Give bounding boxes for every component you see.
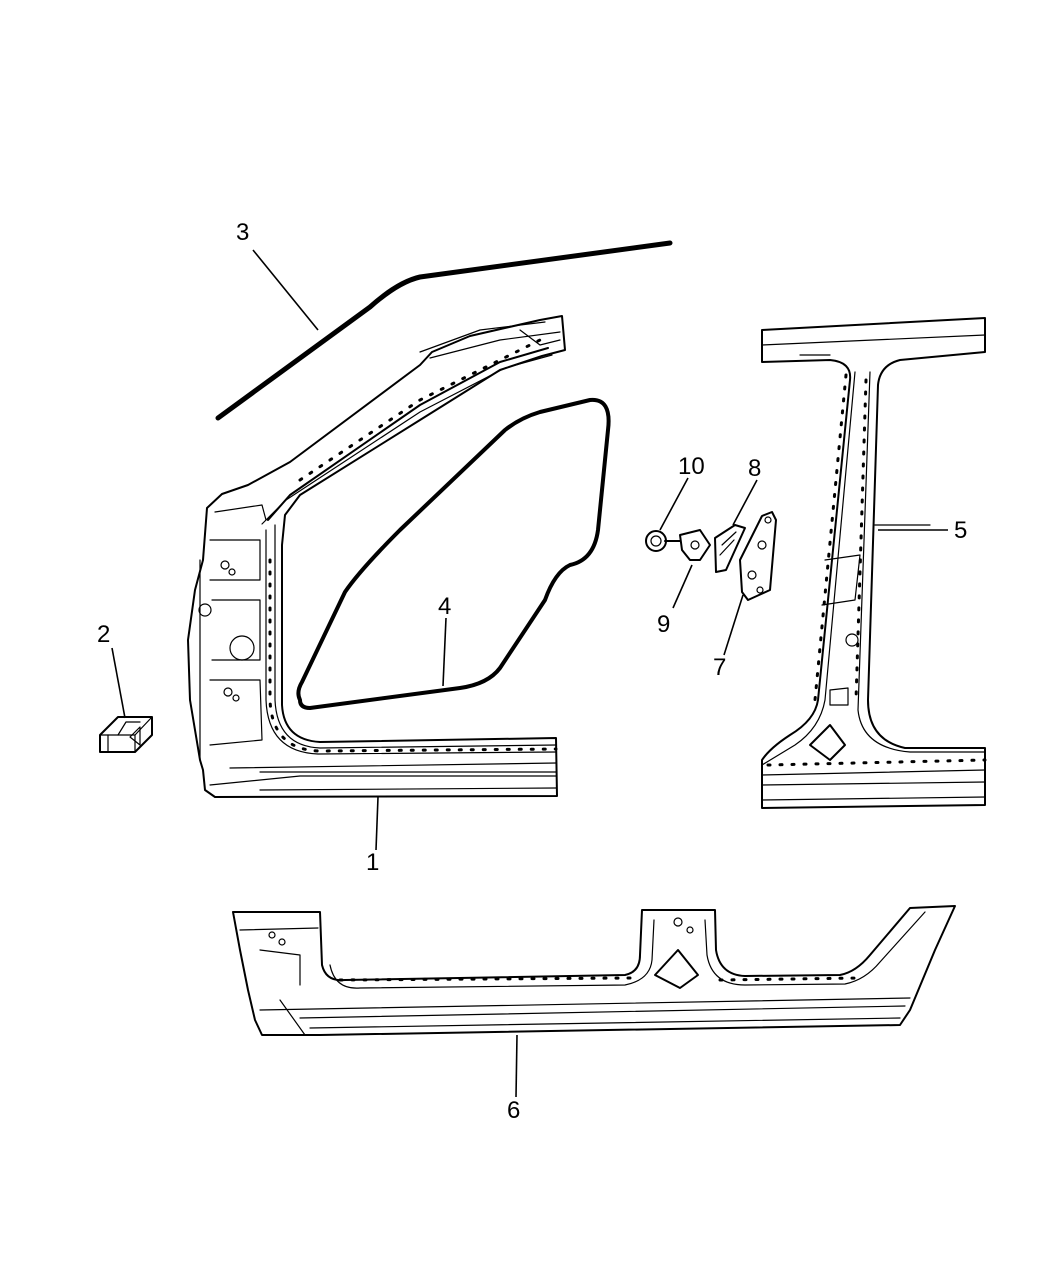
leader-9 (672, 564, 693, 609)
leader-3 (252, 249, 319, 331)
part-4-door-seal (296, 397, 611, 710)
callout-6: 6 (507, 1097, 520, 1124)
callout-4: 4 (438, 593, 451, 620)
callout-9: 9 (657, 611, 670, 638)
leader-1 (375, 796, 379, 851)
leader-8 (732, 479, 758, 526)
callout-8: 8 (748, 455, 761, 482)
part-8-shim-plate (714, 524, 746, 573)
part-9-striker (679, 529, 711, 561)
part-10-bolt (645, 530, 681, 552)
callout-10: 10 (678, 453, 705, 480)
callout-1: 1 (366, 849, 379, 876)
part-2-bracket (99, 716, 153, 753)
callout-7: 7 (713, 654, 726, 681)
callout-2: 2 (97, 621, 110, 648)
callout-3: 3 (236, 219, 249, 246)
part-1-front-aperture-panel (187, 315, 566, 798)
leader-10 (659, 477, 689, 531)
part-6-sill-panel (232, 905, 956, 1036)
part-3-weatherstrip (215, 240, 673, 421)
part-7-hinge-plate (739, 511, 777, 601)
callout-5: 5 (954, 517, 967, 544)
callouts: 3 2 1 4 10 8 9 7 5 6 (97, 219, 967, 1124)
leader-7 (723, 594, 744, 656)
leader-6 (515, 1034, 518, 1098)
part-5-center-pillar (761, 317, 987, 809)
leader-lines (111, 249, 948, 1098)
leader-4 (442, 617, 447, 687)
leader-2 (111, 647, 126, 719)
